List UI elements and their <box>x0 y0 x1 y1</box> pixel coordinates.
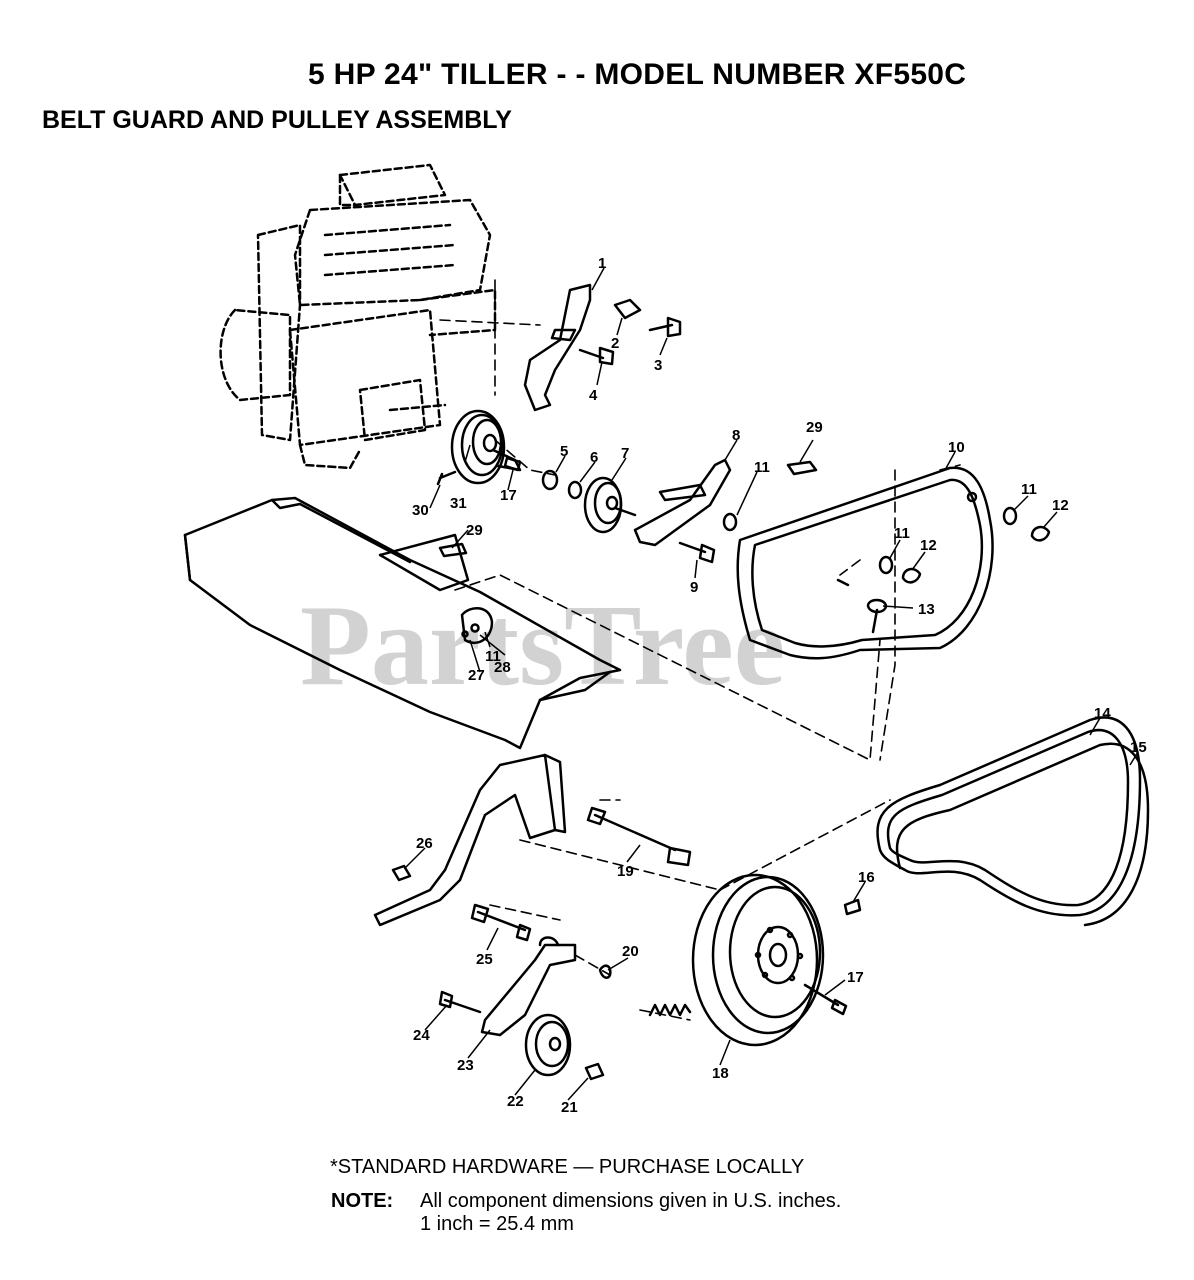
part-label-28: 28 <box>494 659 511 676</box>
note-text: All component dimensions given in U.S. i… <box>420 1190 842 1212</box>
part-12-nut-guard <box>901 567 922 584</box>
part-4-bolt <box>578 346 615 366</box>
part-label-17-upper: 17 <box>500 487 517 504</box>
part-31-engine-pulley <box>450 409 522 485</box>
part-26-nut <box>391 864 412 882</box>
part-13-bolt <box>866 598 888 634</box>
part-label-22: 22 <box>507 1093 524 1110</box>
part-label-24: 24 <box>413 1027 430 1044</box>
standard-hardware-note: *STANDARD HARDWARE — PURCHASE LOCALLY <box>330 1156 805 1178</box>
part-label-11-frame: 11 <box>485 648 501 665</box>
part-7-idler-pulley <box>583 476 637 534</box>
part-label-11-guard: 11 <box>894 525 910 542</box>
engine-drawing <box>219 163 497 470</box>
part-label-14: 14 <box>1094 705 1111 722</box>
part-label-20: 20 <box>622 943 639 960</box>
part-label-13: 13 <box>918 601 935 618</box>
part-label-25: 25 <box>476 951 493 968</box>
spring <box>648 1003 692 1017</box>
part-label-7: 7 <box>621 445 629 462</box>
part-label-4: 4 <box>589 387 598 404</box>
part-label-17-lower: 17 <box>847 969 864 986</box>
tiller-frame <box>183 496 622 750</box>
part-19-shaft <box>586 806 692 867</box>
lower-support-bracket <box>373 753 567 927</box>
part-11-washer-guard <box>878 555 894 575</box>
part-16-screw <box>843 898 862 916</box>
part-3-bolt <box>648 316 682 338</box>
part-label-30: 30 <box>412 502 429 519</box>
part-2-clip <box>613 298 642 320</box>
part-label-15: 15 <box>1130 739 1147 756</box>
part-label-10: 10 <box>948 439 965 456</box>
part-label-31: 31 <box>450 495 467 512</box>
part-12-nut-right <box>1030 525 1051 542</box>
part-label-11-arm: 11 <box>754 459 770 476</box>
part-6-washer <box>567 480 583 500</box>
part-28-plate <box>460 607 494 645</box>
part-11-washer-arm <box>722 512 738 532</box>
part-label-8: 8 <box>732 427 740 444</box>
part-24-bolt <box>438 990 482 1014</box>
part-5-nut <box>541 469 559 491</box>
part-20-clip <box>598 964 612 979</box>
part-11-washer-right <box>1002 506 1018 526</box>
part-label-12-guard: 12 <box>920 537 937 554</box>
part-17-key-upper <box>503 456 522 472</box>
part-label-18: 18 <box>712 1065 729 1082</box>
part-18-drive-pulley <box>691 873 825 1047</box>
part-25-shoulder-bolt <box>470 903 532 942</box>
part-1-bracket <box>523 283 592 412</box>
part-17-bolt-lower <box>803 983 848 1016</box>
part-14-15-belts <box>876 716 1150 927</box>
part-label-6: 6 <box>590 449 598 466</box>
note-conversion: 1 inch = 25.4 mm <box>420 1213 574 1235</box>
part-label-12-right: 12 <box>1052 497 1069 514</box>
part-9-bolt <box>678 541 716 564</box>
part-label-26: 26 <box>416 835 433 852</box>
part-22-idler-pulley <box>524 1013 572 1077</box>
part-label-29-top: 29 <box>806 419 823 436</box>
part-8-idler-arm <box>633 458 732 547</box>
note-label: NOTE: <box>331 1190 394 1212</box>
part-label-2: 2 <box>611 335 619 352</box>
part-10-belt-guard <box>736 466 994 660</box>
part-label-27: 27 <box>468 667 485 684</box>
part-label-11-right: 11 <box>1021 481 1037 498</box>
assembly-subtitle: BELT GUARD AND PULLEY ASSEMBLY <box>42 106 512 134</box>
part-label-29-frame: 29 <box>466 522 483 539</box>
part-label-9: 9 <box>690 579 698 596</box>
part-label-23: 23 <box>457 1057 474 1074</box>
part-label-19: 19 <box>617 863 634 880</box>
part-label-21: 21 <box>561 1099 578 1116</box>
part-29-clip-top <box>786 460 818 476</box>
part-30-setscrew <box>436 470 457 486</box>
part-23-idler-arm <box>480 943 577 1037</box>
part-label-16: 16 <box>858 869 875 886</box>
part-label-1: 1 <box>598 255 606 272</box>
part-label-3: 3 <box>654 357 662 374</box>
page-title: 5 HP 24" TILLER - - MODEL NUMBER XF550C <box>308 58 967 91</box>
part-21-nut <box>584 1062 605 1081</box>
part-label-5: 5 <box>560 443 568 460</box>
